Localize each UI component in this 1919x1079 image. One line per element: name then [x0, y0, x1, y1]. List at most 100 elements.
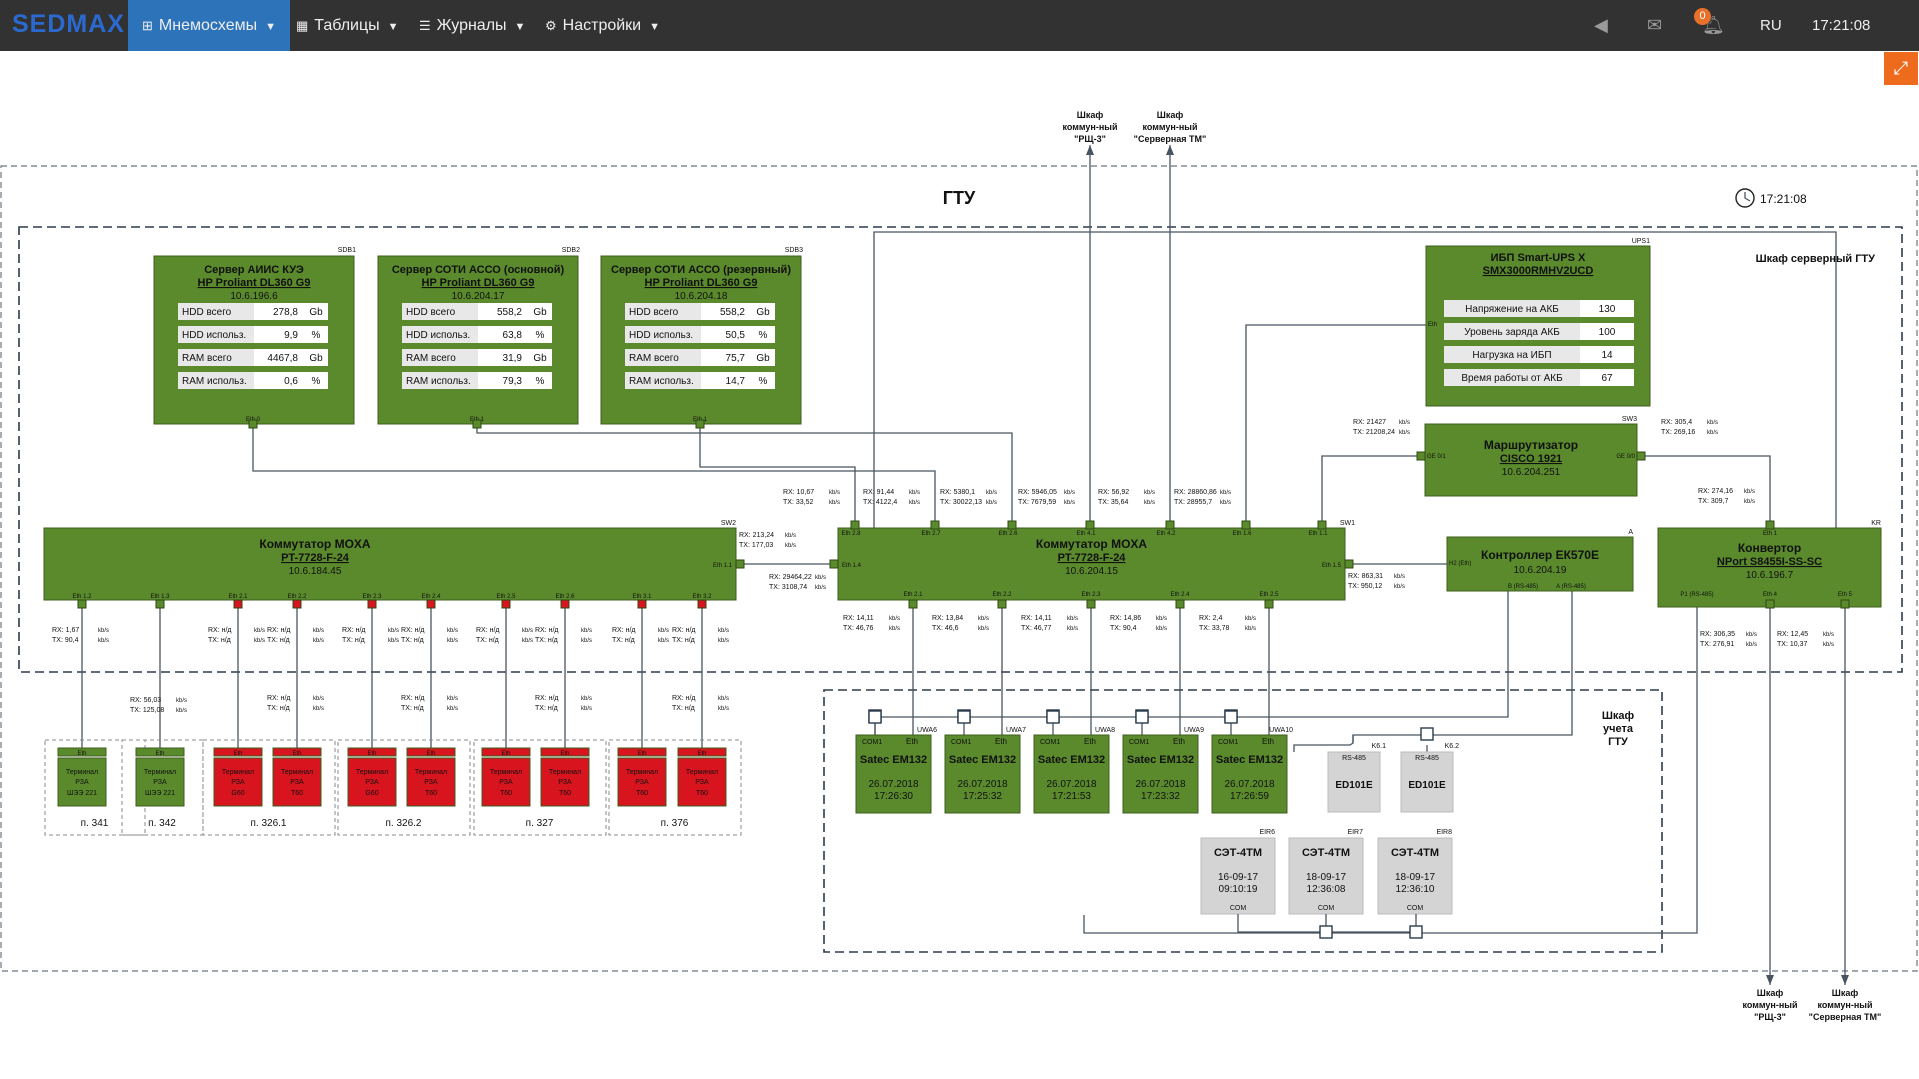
set-port: COM	[1407, 905, 1424, 912]
sw1-top-traffic-rx-unit: kb/s	[829, 490, 840, 496]
sw1-top-traffic-tx: TX: 30022,13	[940, 499, 982, 506]
link-sw2-sw1-traffic-2-tx-unit: kb/s	[815, 585, 826, 591]
terminal-line2: РЗА	[635, 779, 649, 786]
switch-port: Eth 1.5	[1322, 563, 1342, 569]
sw2-port-traffic-tx-unit: kb/s	[658, 638, 669, 644]
sw1-top-traffic-tx: TX: 7679,59	[1018, 499, 1056, 506]
router-port: GE 0/1	[1427, 454, 1446, 460]
terminal-line3: T60	[291, 790, 303, 797]
sw1-top-port-label: Eth 2.7	[921, 531, 941, 537]
link-sw2-sw1-traffic-2-tx: TX: 3108,74	[769, 584, 807, 591]
sw1-bot-port-label: Eth 2.1	[903, 592, 923, 598]
sw1-bot-traffic-tx: TX: 46,76	[843, 625, 873, 632]
terminal-eth-label: Eth	[501, 751, 510, 757]
sw1-top-traffic-tx-unit: kb/s	[1144, 500, 1155, 506]
link-sw2-sw1-traffic-rx-unit: kb/s	[785, 533, 796, 539]
sw1-top-port-label: Eth 2.6	[998, 531, 1018, 537]
router-name: Маршрутизатор	[1484, 438, 1578, 452]
ext-cabinet-label: коммун-ный	[1742, 1000, 1797, 1010]
switch-port-indicator	[830, 560, 838, 568]
metric-label: HDD использ.	[406, 330, 470, 341]
metric-value: 63,8	[503, 330, 523, 341]
link-router-sw1	[1322, 456, 1425, 528]
sw1-top-port-label: Eth 1.6	[1232, 531, 1252, 537]
converter-tag: KR	[1871, 520, 1881, 527]
sw1-top-port-label: Eth 4.2	[1156, 531, 1176, 537]
switch-port-label: Eth 3.1	[632, 594, 652, 600]
switch-port-label: Eth 3.2	[692, 594, 712, 600]
metric-unit: %	[312, 376, 321, 387]
meter-date: 26.07.2018	[1135, 779, 1185, 790]
converter-port: Eth 5	[1838, 592, 1853, 598]
terminal-line2: РЗА	[290, 779, 304, 786]
accounting-cabinet-label: ГТУ	[1608, 736, 1628, 748]
sw1-top-port-label: Eth 2.8	[841, 531, 861, 537]
metric-unit: Gb	[309, 353, 323, 364]
sw1-top-traffic-tx: TX: 33,52	[783, 499, 813, 506]
controller-tag: A	[1628, 529, 1633, 536]
terminal-line2: РЗА	[75, 779, 89, 786]
sw1-bot-traffic-rx-unit: kb/s	[889, 616, 900, 622]
switch-port-label: Eth 2.1	[228, 594, 248, 600]
sw1-top-traffic-rx: RX: 28860,86	[1174, 489, 1217, 496]
controller-box[interactable]	[1447, 537, 1633, 591]
sw1-top-traffic-rx-unit: kb/s	[909, 490, 920, 496]
sw1-bot-port	[909, 600, 917, 608]
sw1-bot-port	[1176, 600, 1184, 608]
sw2-port-traffic-rx: RX: 56,03	[130, 697, 161, 704]
meter-port: Eth	[995, 737, 1007, 746]
ext-cabinet-label: "Серверная ТМ"	[1134, 134, 1207, 144]
converter-p3-traffic-tx: TX: 10,37	[1777, 641, 1807, 648]
sw2-port-traffic-2-tx-unit: kb/s	[718, 706, 729, 712]
sw2-port-traffic-rx-unit: kb/s	[718, 628, 729, 634]
terminal-group-label: п. 326.1	[251, 818, 287, 829]
terminal-group-label: п. 326.2	[386, 818, 422, 829]
link-ed1	[1294, 735, 1353, 752]
terminal-line1: Терминал	[490, 769, 522, 776]
sw1-top-traffic-rx-unit: kb/s	[1144, 490, 1155, 496]
terminal-line3: ШЭЭ 221	[67, 790, 97, 797]
server-port	[473, 420, 481, 428]
terminal-line2: РЗА	[365, 779, 379, 786]
sw2-port-traffic-rx: RX: н/д	[672, 627, 696, 634]
router-ip: 10.6.204.251	[1502, 467, 1561, 478]
set-time: 12:36:08	[1307, 884, 1346, 895]
switch-port-label: Eth 2.4	[421, 594, 441, 600]
arrow-icon	[1166, 145, 1174, 155]
terminal-line3: T60	[425, 790, 437, 797]
ups-metric-value: 100	[1599, 327, 1616, 338]
sw2-port-traffic-tx-unit: kb/s	[718, 638, 729, 644]
terminal-line3: T60	[500, 790, 512, 797]
meter-port: Eth	[1173, 737, 1185, 746]
sw1-bot-traffic-tx: TX: 46,77	[1021, 625, 1051, 632]
accounting-cabinet-label: учета	[1603, 723, 1634, 735]
router-p2-rx-unit: kb/s	[1707, 420, 1718, 426]
switch-sw2-box[interactable]	[44, 528, 736, 600]
meter-bus-node	[1047, 711, 1059, 723]
sw1-top-port	[1086, 521, 1094, 529]
terminal-eth-label: Eth	[77, 751, 86, 757]
sw1-bot-traffic-rx: RX: 14,11	[843, 615, 874, 622]
meter-time: 17:23:32	[1141, 791, 1180, 802]
sw1-bot-traffic-rx-unit: kb/s	[1245, 616, 1256, 622]
sw2-port-traffic-tx: TX: 125,08	[130, 707, 164, 714]
sw1-top-traffic-rx: RX: 10,67	[783, 489, 814, 496]
ext-cabinet-label: Шкаф	[1157, 110, 1184, 120]
meter-name: Satec EM132	[949, 754, 1016, 766]
sw2-port-traffic-rx: RX: 1,67	[52, 627, 79, 634]
sw1-top-traffic-rx-unit: kb/s	[986, 490, 997, 496]
sw1-top-port	[851, 521, 859, 529]
sw1-top-port	[1242, 521, 1250, 529]
sw1-bot-traffic-tx-unit: kb/s	[889, 626, 900, 632]
metric-label: RAM всего	[629, 353, 679, 364]
metric-unit: Gb	[756, 353, 770, 364]
metric-label: RAM всего	[406, 353, 456, 364]
switch-port-indicator	[736, 560, 744, 568]
switch-port-label: Eth 2.2	[287, 594, 307, 600]
sw2-port-indicator	[427, 600, 435, 608]
sw2-port-traffic-rx-unit: kb/s	[581, 628, 592, 634]
terminal-line2: РЗА	[558, 779, 572, 786]
terminal-eth-label: Eth	[367, 751, 376, 757]
switch-ip: 10.6.204.15	[1065, 566, 1118, 577]
meter-tag: UWA6	[917, 727, 937, 734]
